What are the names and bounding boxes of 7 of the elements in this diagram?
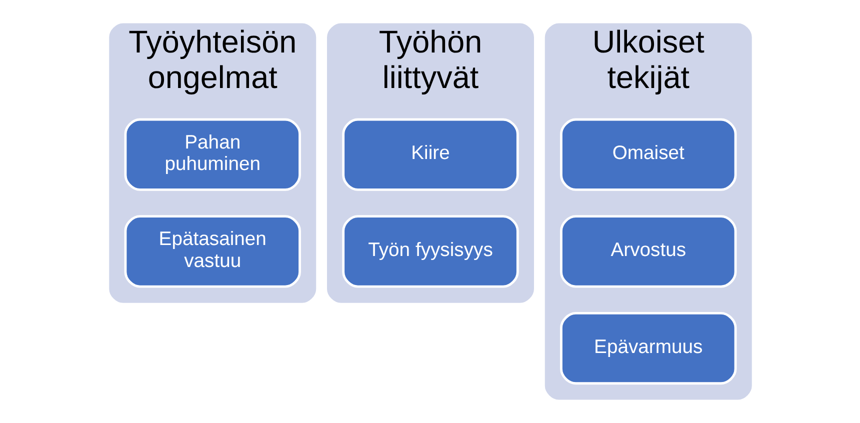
node-box: Omaiset bbox=[560, 118, 736, 191]
node-box: Epätasainen vastuu bbox=[124, 215, 300, 288]
node-box: Epävarmuus bbox=[560, 312, 736, 385]
node-box: Työn fyysisyys bbox=[342, 215, 518, 288]
node-box: Arvostus bbox=[560, 215, 736, 288]
node-box: Kiire bbox=[342, 118, 518, 191]
node-box: Pahan puhuminen bbox=[124, 118, 300, 191]
